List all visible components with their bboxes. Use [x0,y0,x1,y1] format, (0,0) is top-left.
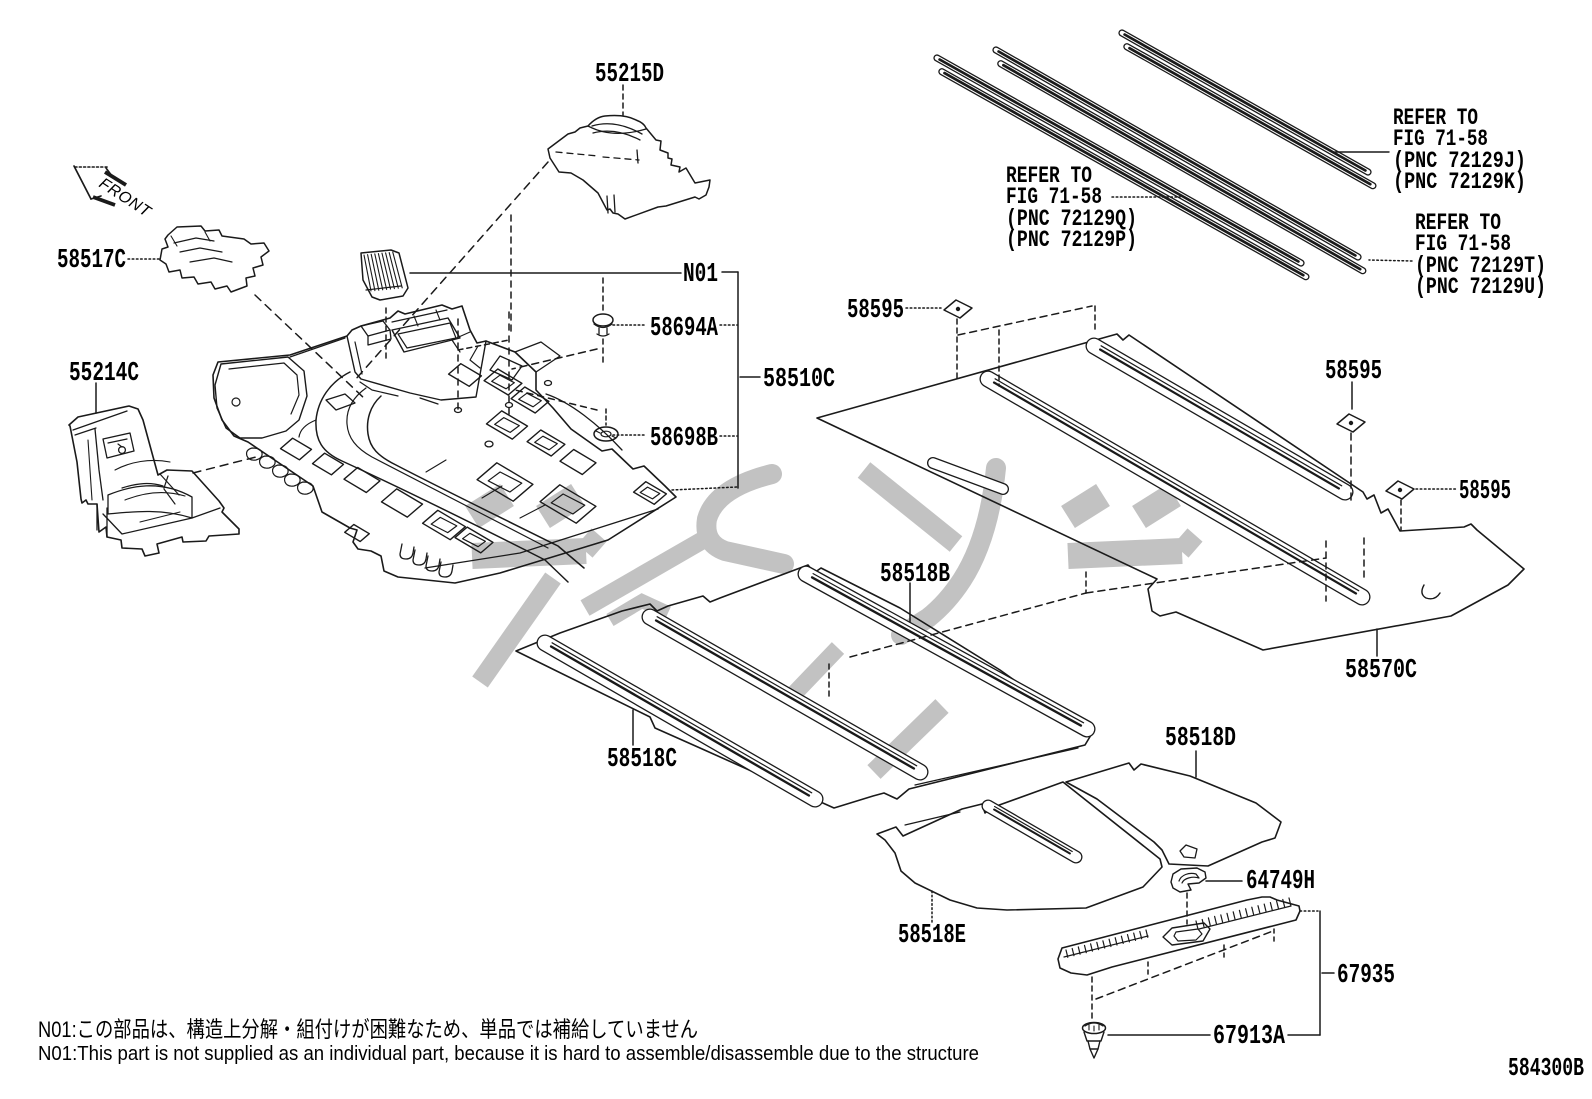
svg-text:(PNC 72129Q): (PNC 72129Q) [1006,206,1137,232]
svg-text:64749H: 64749H [1246,867,1315,897]
svg-text:58595: 58595 [1325,357,1382,387]
svg-text:(PNC 72129P): (PNC 72129P) [1006,227,1137,253]
svg-text:58517C: 58517C [57,246,126,276]
svg-text:(PNC 72129J): (PNC 72129J) [1393,148,1526,174]
svg-text:FIG 71-58: FIG 71-58 [1393,126,1488,152]
svg-text:58518C: 58518C [607,745,677,775]
svg-text:58595: 58595 [847,296,904,326]
svg-text:N01:この部品は、構造上分解・組付けが困難なため、単品では: N01:この部品は、構造上分解・組付けが困難なため、単品では補給していません [38,1017,698,1042]
svg-text:N01:This part is not supplied: N01:This part is not supplied as an indi… [38,1042,979,1065]
svg-text:584300B: 584300B [1508,1053,1584,1083]
svg-text:(PNC 72129K): (PNC 72129K) [1393,169,1526,195]
svg-text:67935: 67935 [1337,961,1395,991]
svg-text:58698B: 58698B [650,424,718,454]
svg-text:58570C: 58570C [1345,656,1417,686]
svg-text:FIG 71-58: FIG 71-58 [1415,231,1511,257]
svg-text:REFER TO: REFER TO [1415,210,1501,236]
svg-text:(PNC 72129T): (PNC 72129T) [1415,253,1546,279]
svg-text:58595: 58595 [1459,477,1511,507]
svg-text:N01: N01 [683,260,718,290]
svg-text:58518E: 58518E [898,921,966,951]
svg-text:REFER TO: REFER TO [1393,105,1478,131]
svg-text:(PNC 72129U): (PNC 72129U) [1415,274,1546,300]
svg-text:58518B: 58518B [880,560,950,590]
svg-text:FIG 71-58: FIG 71-58 [1006,184,1102,210]
svg-text:55214C: 55214C [69,359,139,389]
svg-text:67913A: 67913A [1213,1022,1286,1052]
svg-text:55215D: 55215D [595,60,664,90]
svg-text:58510C: 58510C [763,365,835,395]
svg-text:58694A: 58694A [650,314,719,344]
svg-text:REFER TO: REFER TO [1006,163,1092,189]
svg-text:58518D: 58518D [1165,724,1236,754]
